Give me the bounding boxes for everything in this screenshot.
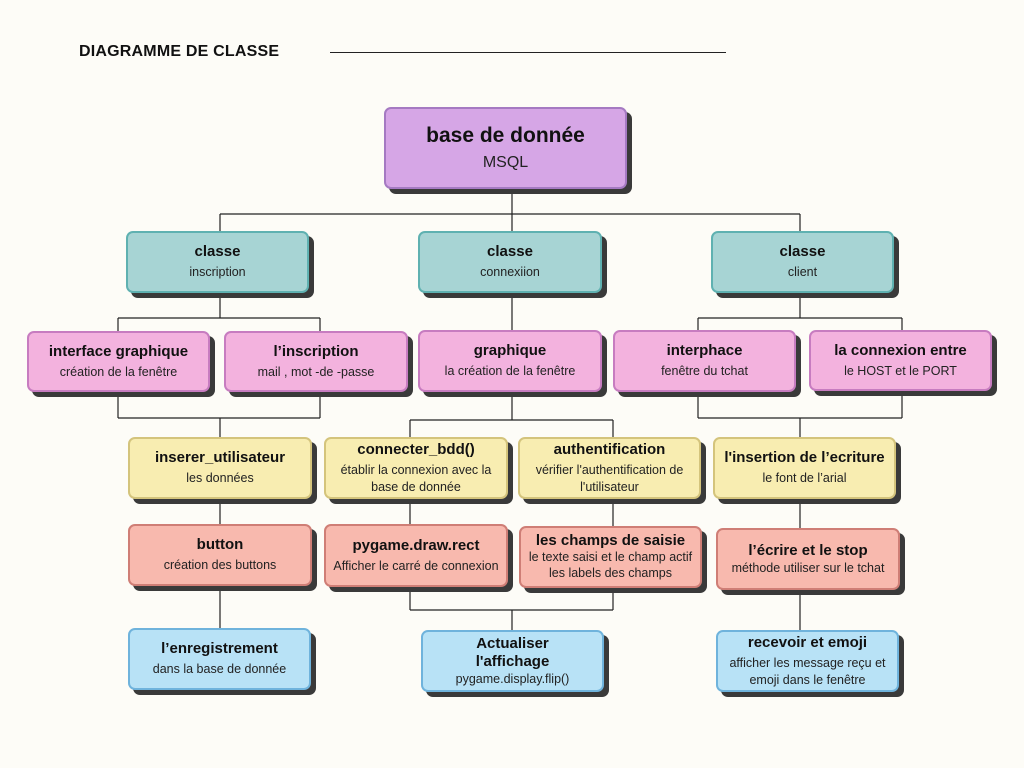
node-connecter-bdd-title: connecter_bdd() [357, 440, 475, 458]
node-pygame-draw-rect-title: pygame.draw.rect [352, 536, 480, 554]
page-title: DIAGRAMME DE CLASSE [79, 43, 280, 60]
node-classe-inscription-title: classe [194, 243, 241, 261]
node-actualiser: Actualiser l'affichage pygame.display.fl… [421, 630, 604, 692]
node-pygame-draw-rect: pygame.draw.rect Afficher le carré de co… [324, 524, 508, 587]
node-classe-inscription: classe inscription [126, 231, 309, 293]
node-ecrire-stop: l’écrire et le stop méthode utiliser sur… [716, 528, 900, 590]
node-authentification-sub: vérifier l'authentification de l'utilisa… [535, 462, 684, 494]
node-inscription-title: l’inscription [273, 342, 359, 360]
node-connexion-entre: la connexion entre le HOST et le PORT [809, 330, 992, 391]
node-interface-graphique-sub: création de la fenêtre [59, 364, 178, 379]
node-authentification-title: authentification [553, 440, 666, 458]
node-insertion-ecriture-title: l'insertion de l’ecriture [724, 449, 885, 467]
node-enregistrement-sub: dans la base de donnée [152, 662, 287, 677]
node-button: button création des buttons [128, 524, 312, 586]
node-authentification: authentification vérifier l'authentifica… [518, 437, 701, 499]
node-button-sub: création des buttons [163, 558, 277, 573]
node-interface-graphique-title: interface graphique [48, 342, 189, 360]
node-insertion-ecriture: l'insertion de l’ecriture le font de l’a… [713, 437, 896, 499]
node-classe-client-sub: client [787, 265, 818, 280]
node-interface-graphique: interface graphique création de la fenêt… [27, 331, 210, 392]
node-inscription-sub: mail , mot -de -passe [257, 364, 375, 379]
node-interphace-sub: fenêtre du tchat [661, 364, 748, 379]
node-insertion-ecriture-sub: le font de l’arial [762, 471, 847, 486]
node-connexion-entre-sub: le HOST et le PORT [844, 363, 957, 378]
node-recevoir-emoji-title: recevoir et emoji [747, 633, 868, 651]
node-champs-saisie-title: les champs de saisie [535, 532, 686, 550]
node-graphique-title: graphique [473, 342, 547, 360]
node-pygame-draw-rect-sub: Afficher le carré de connexion [333, 558, 499, 573]
node-interphace: interphace fenêtre du tchat [613, 330, 796, 392]
node-classe-inscription-sub: inscription [189, 265, 246, 280]
node-database: base de donnée MSQL [384, 107, 627, 189]
node-inserer-utilisateur: inserer_utilisateur les données [128, 437, 312, 499]
node-connecter-bdd: connecter_bdd() établir la connexion ave… [324, 437, 508, 499]
node-ecrire-stop-sub: méthode utiliser sur le tchat [731, 560, 885, 575]
node-database-title: base de donnée [426, 123, 585, 147]
node-inserer-utilisateur-title: inserer_utilisateur [154, 449, 286, 467]
node-graphique-sub: la création de la fenêtre [444, 364, 576, 379]
node-ecrire-stop-title: l’écrire et le stop [748, 541, 868, 559]
node-interphace-title: interphace [666, 342, 743, 360]
node-connecter-bdd-sub: établir la connexion avec la base de don… [340, 462, 492, 494]
node-recevoir-emoji: recevoir et emoji afficher les message r… [716, 630, 899, 692]
node-inscription: l’inscription mail , mot -de -passe [224, 331, 408, 392]
node-inserer-utilisateur-sub: les données [186, 471, 254, 486]
node-actualiser-sub: pygame.display.flip() [455, 671, 570, 686]
node-recevoir-emoji-sub: afficher les message reçu et emoji dans … [729, 655, 886, 687]
node-database-sub: MSQL [482, 153, 529, 171]
node-connexion-entre-title: la connexion entre [834, 341, 967, 359]
node-graphique: graphique la création de la fenêtre [418, 330, 602, 392]
node-button-title: button [196, 536, 244, 554]
node-classe-connexion-title: classe [487, 243, 533, 261]
node-enregistrement-title: l’enregistrement [161, 640, 278, 658]
node-actualiser-title: Actualiser l'affichage [475, 634, 550, 670]
node-classe-client: classe client [711, 231, 894, 293]
node-champs-saisie: les champs de saisie le texte saisi et l… [519, 526, 702, 588]
node-classe-connexion: classe connexiion [418, 231, 602, 293]
node-classe-connexion-sub: connexiion [480, 265, 540, 280]
node-champs-saisie-sub: le texte saisi et le champ actif les lab… [528, 550, 693, 580]
title-divider [330, 52, 726, 53]
node-classe-client-title: classe [779, 243, 826, 261]
node-enregistrement: l’enregistrement dans la base de donnée [128, 628, 311, 690]
